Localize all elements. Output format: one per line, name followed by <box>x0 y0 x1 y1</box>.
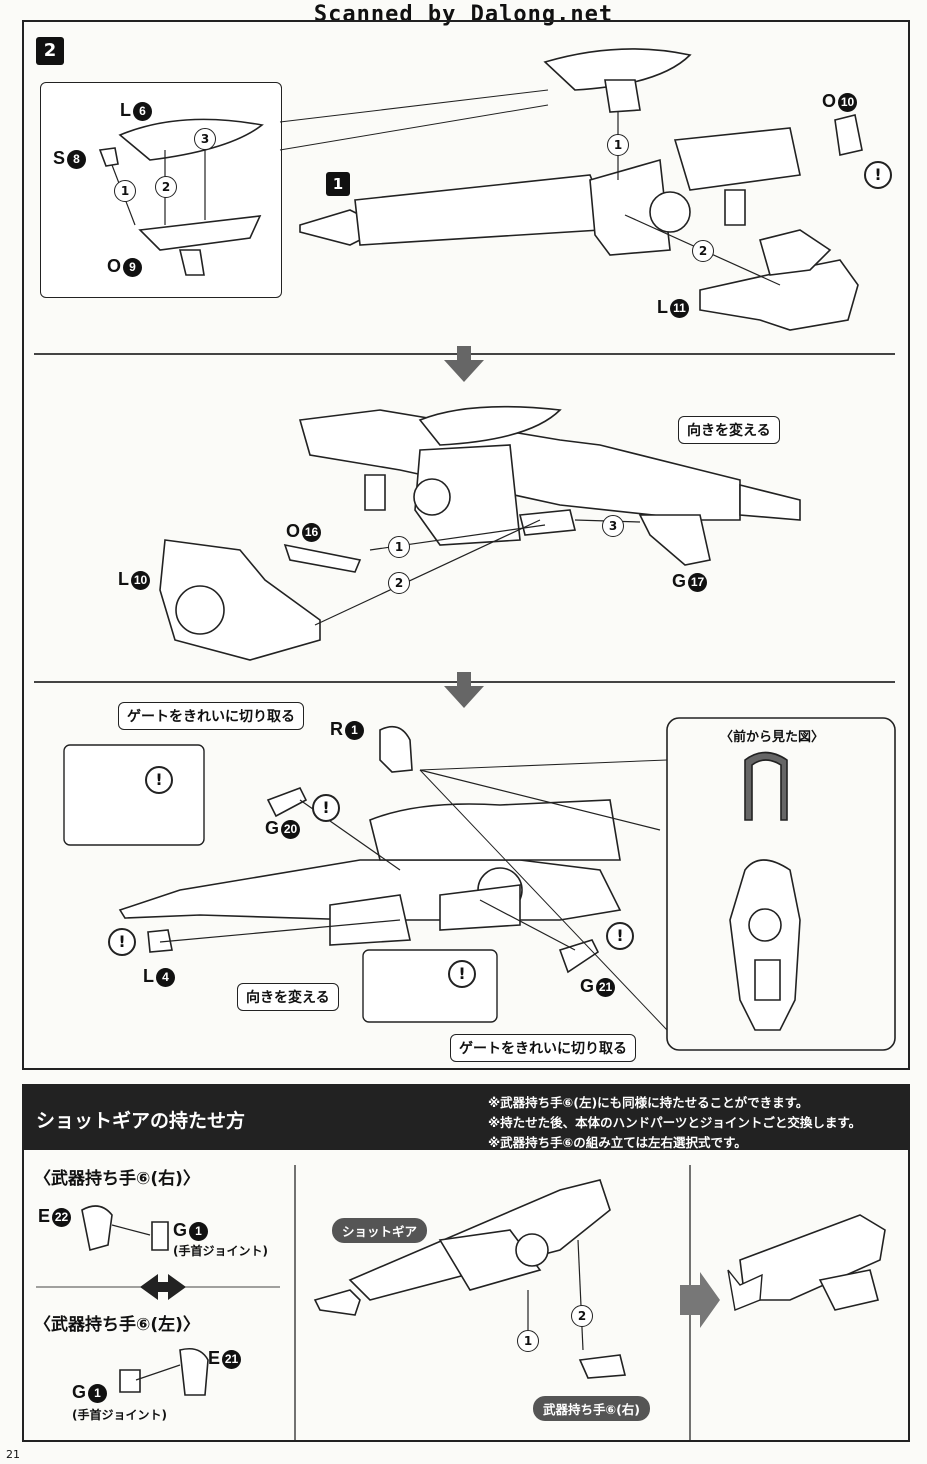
order-1: 1 <box>607 134 629 156</box>
part-number-badge: 8 <box>67 149 87 169</box>
substep-number: 1 <box>326 172 350 196</box>
callout-gate-top: ゲートをきれいに切り取る <box>118 702 304 730</box>
part-number-badge: 10 <box>838 92 858 112</box>
order-3: 3 <box>194 128 216 150</box>
inset-box <box>40 82 282 298</box>
order-2: 2 <box>388 572 410 594</box>
section-note-3: ※武器持ち手⑥の組み立ては左右選択式です。 <box>488 1135 747 1150</box>
caution-icon: ! <box>448 960 476 988</box>
part-number-badge: 4 <box>156 967 175 987</box>
caution-icon: ! <box>312 794 340 822</box>
part-number-badge: 10 <box>131 570 150 590</box>
part-number-badge: 1 <box>88 1383 108 1403</box>
right-hand-heading: 〈武器持ち手⑥(右)〉 <box>34 1169 200 1189</box>
left-hand-heading: 〈武器持ち手⑥(左)〉 <box>34 1315 200 1335</box>
caution-icon: ! <box>145 766 173 794</box>
watermark: Scanned by Dalong.net <box>313 2 614 27</box>
section-title: ショットギアの持たせ方 <box>36 1110 246 1132</box>
wrist-joint-label: (手首ジョイント) <box>173 1244 268 1258</box>
order-3: 3 <box>602 515 624 537</box>
order-1: 1 <box>114 180 136 202</box>
part-number-badge: 17 <box>688 572 708 592</box>
caution-icon: ! <box>108 928 136 956</box>
part-number-badge: 9 <box>123 257 143 277</box>
page-number: 21 <box>6 1448 20 1461</box>
part-number-badge: 16 <box>302 522 322 542</box>
order-2: 2 <box>155 176 177 198</box>
down-arrow-icon <box>457 672 471 686</box>
front-view-label: 〈前から見た図〉 <box>720 730 825 745</box>
callout-turn: 向きを変える <box>237 983 339 1011</box>
down-arrow-icon <box>457 346 471 360</box>
section-header <box>22 1084 910 1150</box>
section-note-1: ※武器持ち手⑥(左)にも同様に持たせることができます。 <box>488 1095 809 1110</box>
callout-turn: 向きを変える <box>678 416 780 444</box>
part-number-badge: 21 <box>596 977 616 997</box>
order-2: 2 <box>571 1305 593 1327</box>
part-number-badge: 20 <box>281 819 301 839</box>
shot-gear-label: ショットギア <box>332 1218 428 1243</box>
hand-part-label: 武器持ち手⑥(右) <box>533 1396 651 1421</box>
order-1: 1 <box>517 1330 539 1352</box>
callout-gate-bottom: ゲートをきれいに切り取る <box>450 1034 636 1062</box>
part-number-badge: 1 <box>345 720 364 740</box>
part-number-badge: 22 <box>52 1207 72 1227</box>
step-frame <box>22 20 910 1070</box>
order-1: 1 <box>388 536 410 558</box>
order-2: 2 <box>692 240 714 262</box>
down-arrow-icon <box>444 686 484 708</box>
down-arrow-icon <box>444 360 484 382</box>
part-number-badge: 1 <box>189 1221 209 1241</box>
part-number-badge: 21 <box>222 1349 242 1369</box>
step-number: 2 <box>36 37 64 65</box>
part-number-badge: 11 <box>670 298 689 318</box>
caution-icon: ! <box>864 161 892 189</box>
section-note-2: ※持たせた後、本体のハンドパーツとジョイントごと交換します。 <box>488 1115 862 1130</box>
wrist-joint-label: (手首ジョイント) <box>72 1408 167 1422</box>
caution-icon: ! <box>606 922 634 950</box>
part-number-badge: 6 <box>133 101 152 121</box>
